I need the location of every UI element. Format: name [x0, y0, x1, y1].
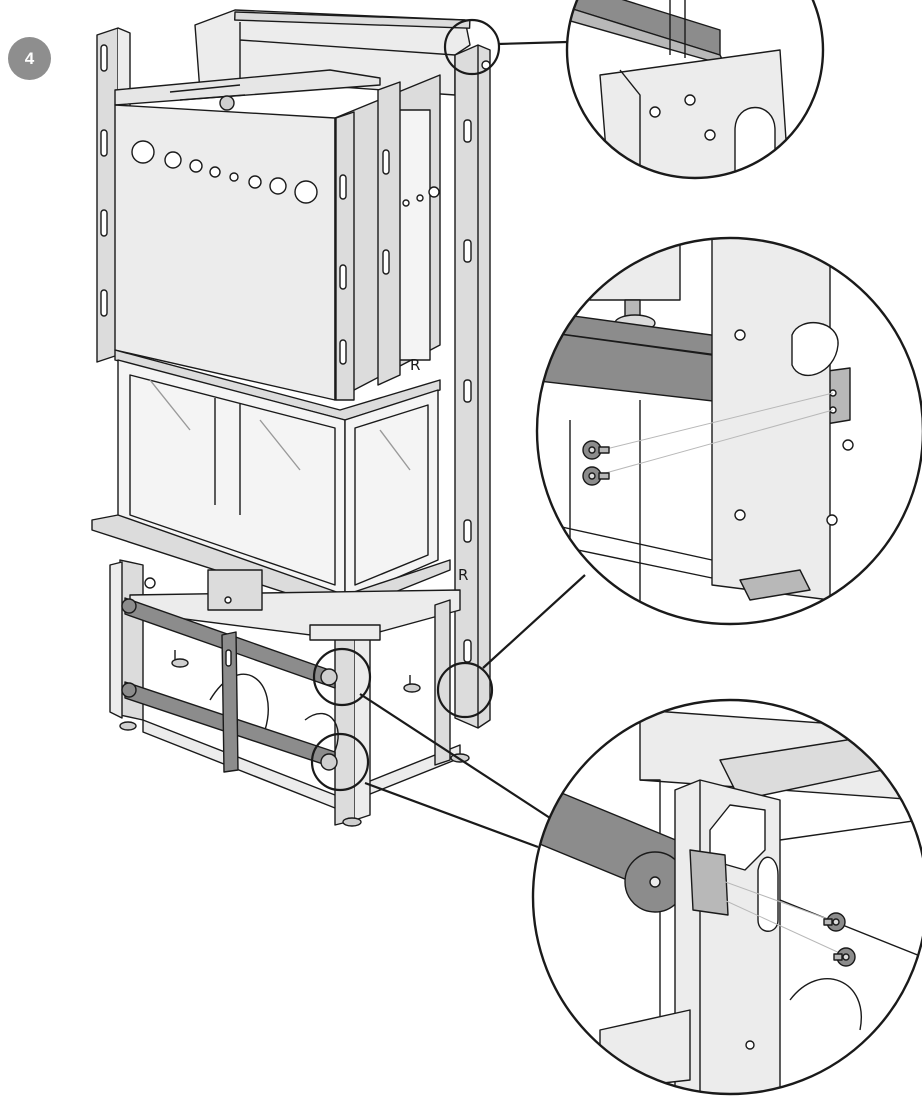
callout-marker-strap-upper	[312, 647, 372, 707]
callout-marker-top	[443, 18, 501, 76]
strap-vertical	[221, 631, 239, 773]
top-rail-detail	[565, 0, 825, 180]
frame-letter-lower: R	[458, 566, 468, 584]
side-bracket-detail	[535, 236, 922, 626]
screw-icon-upper	[582, 440, 610, 460]
right-upright-post	[454, 44, 491, 729]
screw-icon-strap-lower	[833, 947, 856, 967]
frame-letter-upper: R	[410, 356, 420, 374]
main-assembly: R R	[91, 9, 501, 827]
firebox-glass-section	[91, 349, 451, 613]
lower-frame	[109, 559, 470, 827]
callout-marker-strap-lower	[310, 732, 370, 792]
screw-icon-lower	[582, 466, 610, 486]
strap-detail	[531, 698, 922, 1096]
step-number-badge: 4	[8, 37, 51, 80]
leader-lines	[359, 40, 586, 849]
screw-icon-strap-upper	[823, 912, 846, 932]
callout-marker-side	[436, 661, 494, 719]
